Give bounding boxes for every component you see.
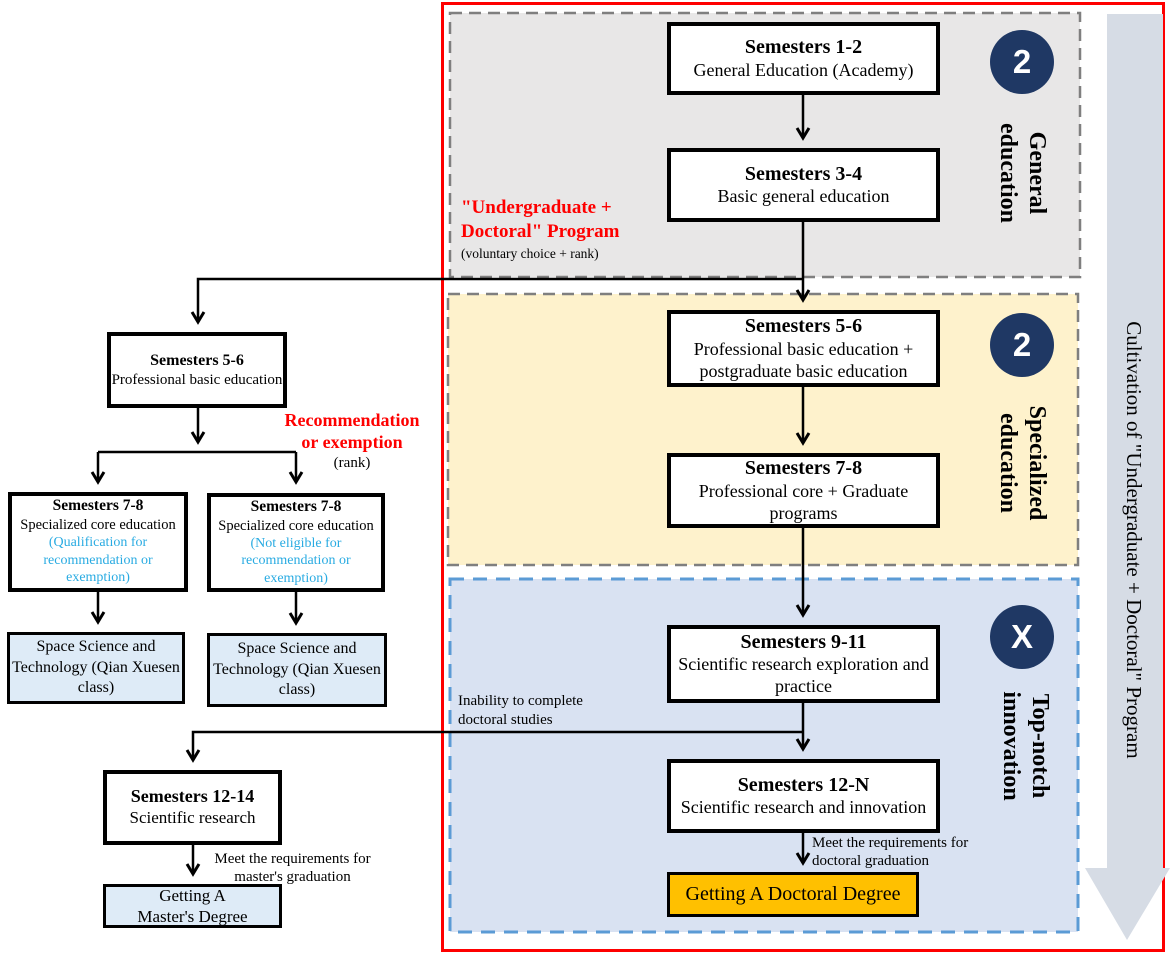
label-topnotch-innovation: Top-notch innovation bbox=[998, 691, 1053, 801]
recommendation-annotation: Recommendation or exemption (rank) bbox=[277, 410, 427, 472]
box-masters-degree: Getting A Master's Degree bbox=[103, 884, 282, 928]
badge-specialized: 2 bbox=[990, 313, 1054, 377]
recommendation-line1: Recommendation bbox=[284, 410, 420, 430]
box-body: Scientific research and innovation bbox=[680, 797, 927, 818]
box-semesters-1-2: Semesters 1-2 General Education (Academy… bbox=[667, 22, 940, 95]
box-title: Semesters 12-14 bbox=[130, 786, 255, 807]
box-body: Professional basic education + postgradu… bbox=[693, 338, 914, 381]
box-body: Basic general education bbox=[717, 186, 890, 207]
box-semesters-9-11: Semesters 9-11 Scientific research explo… bbox=[667, 625, 940, 703]
inability-annotation: Inability to complete doctoral studies bbox=[458, 693, 583, 728]
program-annotation: "Undergraduate + Doctoral" Program (volu… bbox=[461, 196, 651, 262]
program-annotation-line2: Doctoral" Program bbox=[461, 220, 620, 242]
box-body: Specialized core education bbox=[20, 517, 176, 534]
box-body: Specialized core education bbox=[218, 517, 374, 534]
recommendation-line3: (rank) bbox=[333, 454, 371, 471]
box-title: Semesters 9-11 bbox=[740, 630, 867, 653]
box-title: Semesters 7-8 bbox=[250, 497, 342, 515]
box-body: Professional basic education bbox=[111, 371, 283, 388]
box-semesters-12-N: Semesters 12-N Scientific research and i… bbox=[667, 759, 940, 833]
box-semesters-12-14: Semesters 12-14 Scientific research bbox=[103, 770, 282, 845]
label-general-education: General education bbox=[995, 122, 1050, 223]
box-space-science-b: Space Science and Technology (Qian Xuese… bbox=[207, 633, 387, 707]
box-title: Semesters 3-4 bbox=[744, 162, 863, 185]
box-title: Semesters 5-6 bbox=[744, 315, 863, 338]
program-annotation-line3: (voluntary choice + rank) bbox=[461, 245, 599, 261]
box-semesters-5-6-main: Semesters 5-6 Professional basic educati… bbox=[667, 310, 940, 387]
box-note: (Not eligible for recommendation or exem… bbox=[241, 535, 351, 586]
box-semesters-5-6-left: Semesters 5-6 Professional basic educati… bbox=[107, 332, 287, 408]
box-doctoral-degree: Getting A Doctoral Degree bbox=[667, 872, 919, 917]
recommendation-line2: or exemption bbox=[301, 431, 403, 452]
box-title: Semesters 7-8 bbox=[52, 497, 144, 515]
box-title: Semesters 1-2 bbox=[744, 36, 863, 59]
badge-general: 2 bbox=[990, 30, 1054, 94]
cultivation-banner-arrow bbox=[1085, 14, 1170, 940]
box-body: Professional core + Graduate programs bbox=[698, 480, 909, 523]
box-label: Space Science and Technology (Qian Xuese… bbox=[12, 637, 180, 697]
box-semesters-3-4: Semesters 3-4 Basic general education bbox=[667, 148, 940, 222]
meet-masters-annotation: Meet the requirements for master's gradu… bbox=[214, 851, 371, 886]
box-title: Semesters 7-8 bbox=[744, 457, 863, 480]
box-title: Semesters 12-N bbox=[737, 773, 870, 796]
program-annotation-line1: "Undergraduate + bbox=[461, 197, 612, 218]
box-body: Scientific research bbox=[129, 808, 256, 828]
box-body: General Education (Academy) bbox=[693, 59, 914, 80]
meet-doctoral-annotation: Meet the requirements for doctoral gradu… bbox=[812, 835, 969, 870]
box-note: (Qualification for recommendation or exe… bbox=[43, 535, 153, 586]
box-space-science-a: Space Science and Technology (Qian Xuese… bbox=[7, 632, 185, 704]
box-body: Scientific research exploration and prac… bbox=[678, 654, 929, 697]
connector-lines bbox=[90, 95, 811, 877]
box-title: Semesters 5-6 bbox=[150, 352, 244, 370]
badge-topnotch: X bbox=[990, 605, 1054, 669]
label-specialized-education: Specialized education bbox=[995, 405, 1050, 521]
box-semesters-7-8-not-eligible: Semesters 7-8 Specialized core education… bbox=[207, 493, 385, 592]
banner-text: Cultivation of "Undergraduate + Doctoral… bbox=[1122, 321, 1147, 759]
box-semesters-7-8-qualified: Semesters 7-8 Specialized core education… bbox=[8, 492, 188, 592]
box-label: Space Science and Technology (Qian Xuese… bbox=[213, 639, 381, 699]
program-frame bbox=[441, 2, 1165, 952]
box-semesters-7-8-main: Semesters 7-8 Professional core + Gradua… bbox=[667, 453, 940, 528]
